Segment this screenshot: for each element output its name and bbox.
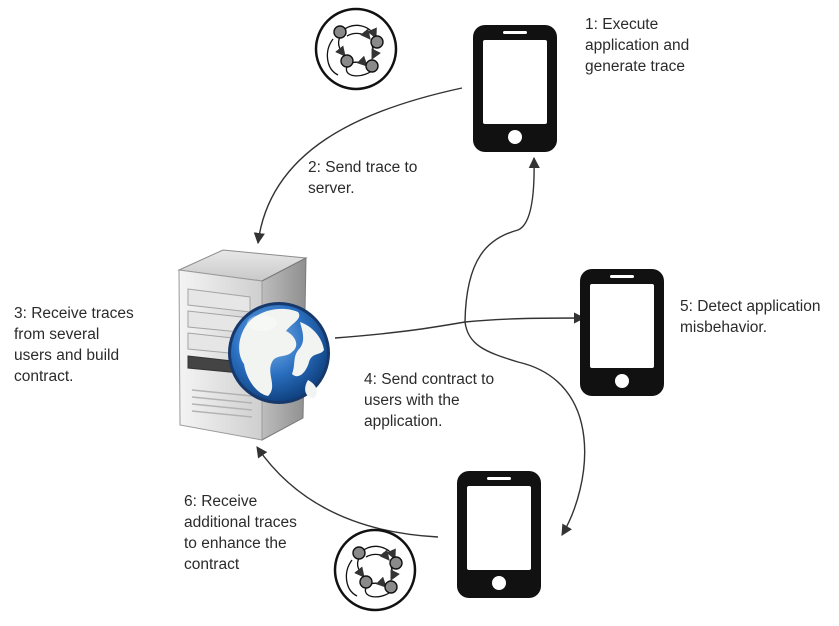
step-3-line-1: 3: Receive traces xyxy=(14,305,134,322)
step-6-line-4: contract xyxy=(184,556,240,573)
step-1-line-1: 1: Execute xyxy=(585,16,659,33)
step-4-line-3: application. xyxy=(364,413,443,430)
step-6-line-2: additional traces xyxy=(184,514,297,531)
phone-right xyxy=(580,269,664,396)
arrow-receive-additional-traces xyxy=(256,446,439,538)
step-3-line-4: contract. xyxy=(14,368,74,385)
step-3-line-2: from several xyxy=(14,326,100,343)
phone-top xyxy=(473,25,557,152)
step-1-line-3: generate trace xyxy=(585,58,685,75)
step-6-line-1: 6: Receive xyxy=(184,493,258,510)
server-with-globe-icon xyxy=(177,249,330,441)
step-3-label: 3: Receive traces from several users and… xyxy=(14,303,134,387)
step-4-label: 4: Send contract to users with the appli… xyxy=(364,369,494,432)
step-4-line-1: 4: Send contract to xyxy=(364,371,495,388)
step-1-label: 1: Execute application and generate trac… xyxy=(585,14,689,77)
phone-bottom xyxy=(457,471,541,598)
arrows xyxy=(253,87,586,538)
step-6-label: 6: Receive additional traces to enhance … xyxy=(184,491,297,575)
arrow-send-contract-to-phone-right xyxy=(464,312,586,324)
step-2-line-2: server. xyxy=(308,180,355,197)
arrow-send-trace-to-server xyxy=(253,87,463,245)
step-5-line-1: 5: Detect application xyxy=(680,298,821,315)
step-5-line-2: misbehavior. xyxy=(680,319,768,336)
step-4-line-2: users with the xyxy=(364,392,460,409)
arrow-send-contract-to-phone-bottom xyxy=(464,321,586,536)
trace-graph-icon-bottom xyxy=(333,528,417,612)
step-1-line-2: application and xyxy=(585,37,690,54)
arrow-send-contract-to-phone-top xyxy=(334,156,540,339)
trace-graph-icon-top xyxy=(314,7,398,91)
step-3-line-3: users and build xyxy=(14,347,120,364)
step-2-label: 2: Send trace to server. xyxy=(308,157,417,199)
step-6-line-3: to enhance the xyxy=(184,535,287,552)
step-2-line-1: 2: Send trace to xyxy=(308,159,418,176)
step-5-label: 5: Detect application misbehavior. xyxy=(680,296,820,338)
